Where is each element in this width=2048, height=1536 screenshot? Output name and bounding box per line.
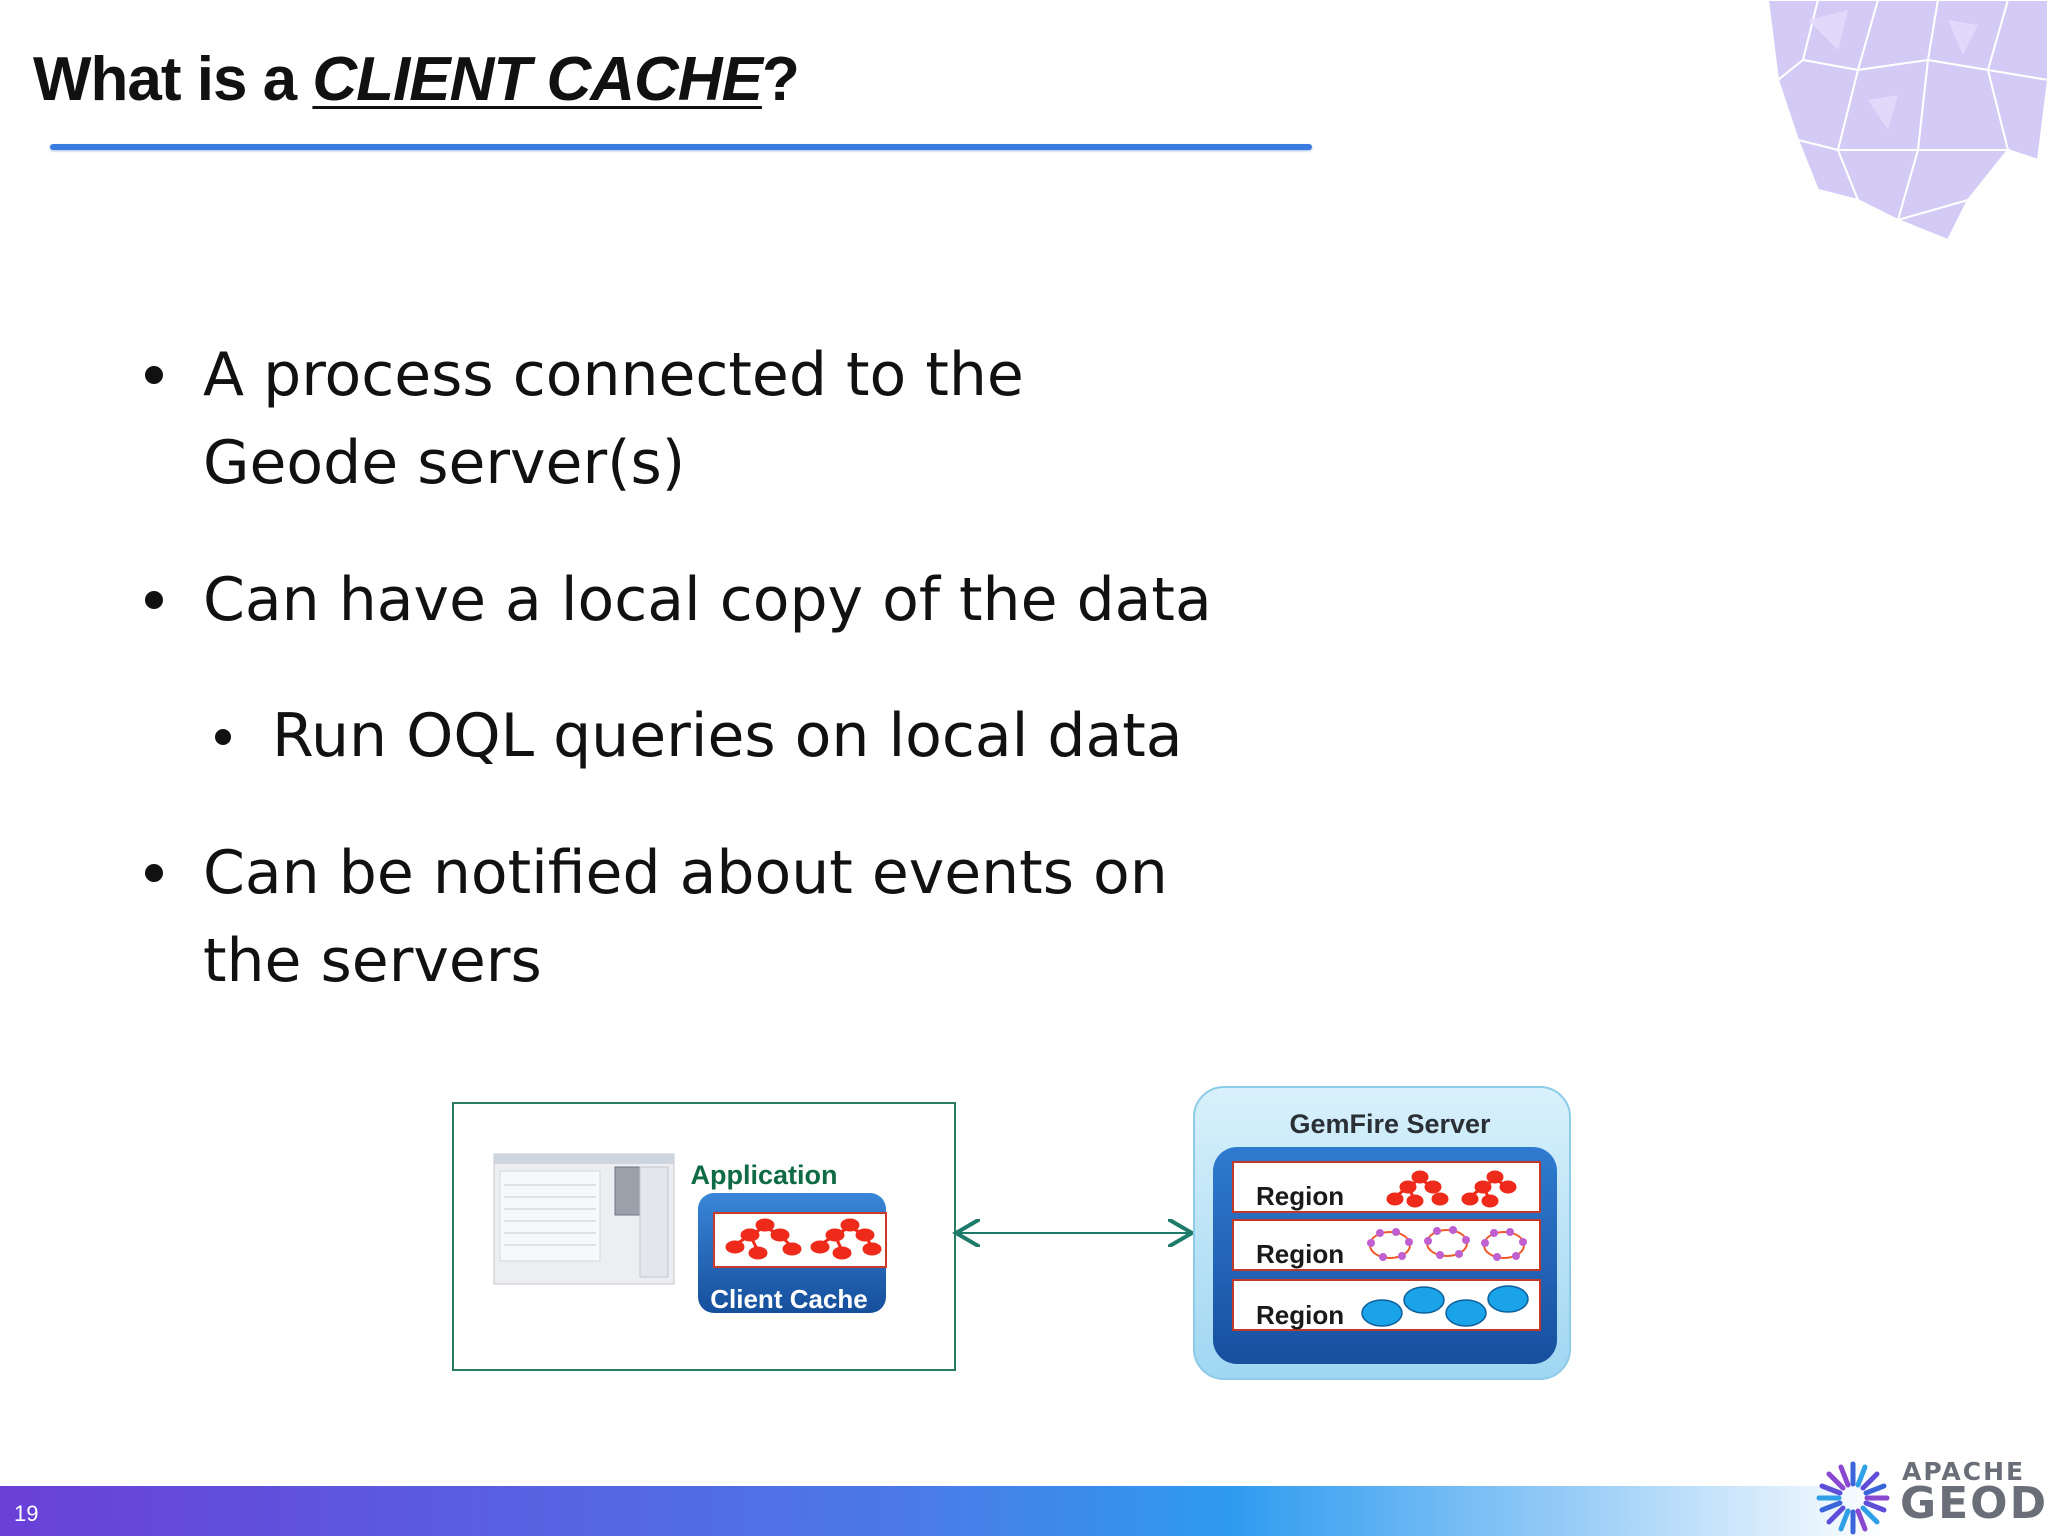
sub-bullet-dot [215,729,231,745]
title-suffix: ? [761,45,800,114]
crystal-decoration [1766,0,2048,242]
bullet-dot [145,591,163,609]
region-label-3: Region [1256,1300,1344,1330]
region-3-nodes [1361,1285,1529,1327]
client-cache-nodes [725,1218,882,1260]
slide-title: What is a CLIENT CACHE? [33,44,800,115]
title-prefix: What is a [33,45,313,114]
bullet-1-line-1: A process connected to the [203,340,1024,410]
region-label-2: Region [1256,1239,1344,1269]
region-label-1: Region [1256,1181,1344,1211]
page-number: 19 [14,1501,39,1526]
client-cache-label: Client Cache [710,1284,868,1314]
gemfire-server-label: GemFire Server [1289,1109,1491,1139]
title-underline-rule [50,144,1312,150]
application-label: Application [691,1160,838,1190]
bullet-3-line-1: Can be notified about events on [203,838,1168,908]
footer-gradient-bar [0,1486,2048,1536]
region-1-nodes [1386,1170,1517,1208]
title-emphasis: CLIENT CACHE [312,45,763,114]
region-row-2 [1232,1219,1541,1271]
bullet-3-line-2: the servers [203,926,542,996]
application-screenshot-thumbnail [493,1153,675,1285]
bullet-1-line-2: Geode server(s) [203,428,686,498]
region-2-dots [1367,1226,1527,1261]
sub-bullet-1: Run OQL queries on local data [272,701,1183,771]
bullet-dot [145,864,163,882]
apache-geode-logo-icon [1816,1461,1890,1535]
bullet-list: A process connected to the Geode server(… [145,340,1212,996]
bullet-dot [145,366,163,384]
client-server-diagram: Application Client Cache GemFire Server … [452,1086,1571,1380]
bullet-2-line-1: Can have a local copy of the data [203,565,1212,635]
logo-text-apache: APACHE [1902,1457,2026,1486]
logo-text-geode: GEODE [1900,1478,2048,1529]
